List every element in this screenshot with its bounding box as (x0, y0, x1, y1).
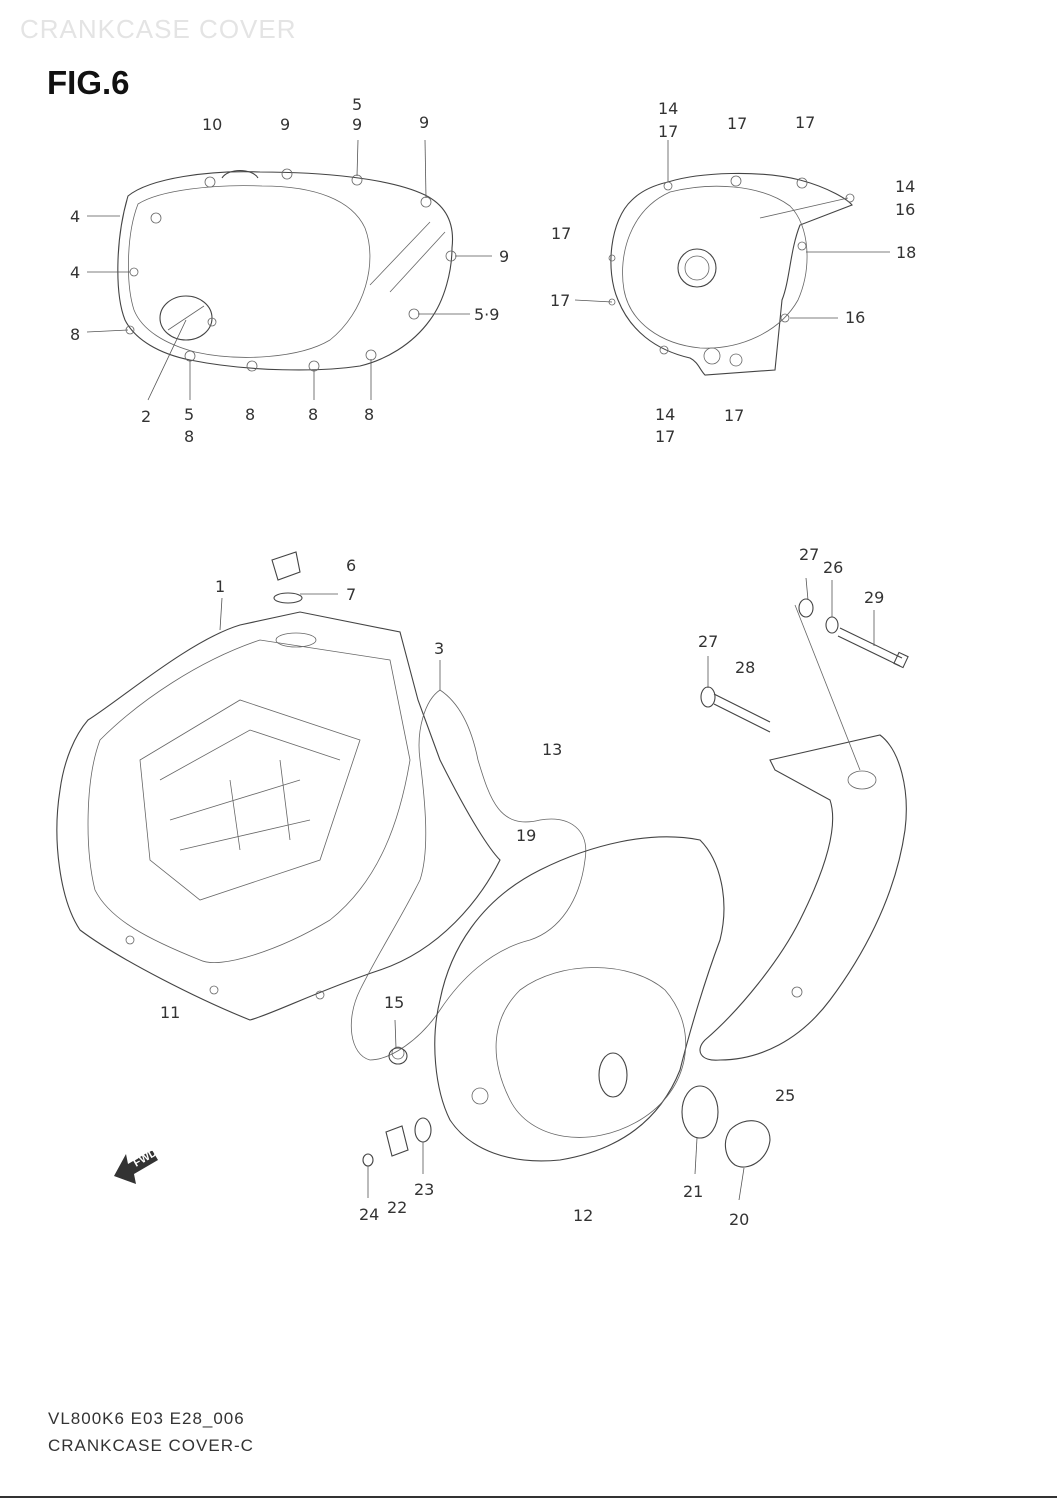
callout-28: 28 (735, 658, 755, 677)
callout-13: 13 (542, 740, 562, 759)
callout-14: 14 (655, 405, 675, 424)
callout-11: 11 (160, 1003, 180, 1022)
callout-9: 9 (280, 115, 290, 134)
callout-17: 17 (658, 122, 678, 141)
callout-5-9: 5·9 (474, 305, 499, 324)
callout-9: 9 (499, 247, 509, 266)
callout-8: 8 (308, 405, 318, 424)
callout-14: 14 (895, 177, 915, 196)
callout-15: 15 (384, 993, 404, 1012)
generator-cover-lower (699, 604, 907, 1061)
callout-27: 27 (698, 632, 718, 651)
forward-arrow-icon: FWD (114, 1147, 159, 1184)
leader-lines (86, 139, 890, 1201)
callout-20: 20 (729, 1210, 749, 1229)
callout-8: 8 (245, 405, 255, 424)
callout-17: 17 (795, 113, 815, 132)
crankcase (56, 551, 501, 1021)
clutch-cover-outer (117, 168, 457, 372)
callout-14: 14 (658, 99, 678, 118)
page-watermark: CRANKCASE COVER (20, 14, 297, 44)
figure-label: FIG.6 (47, 64, 130, 101)
callout-labels: 10 9 5 9 9 4 4 9 5·9 8 2 5 8 8 8 8 14 17… (70, 95, 916, 1229)
callout-18: 18 (896, 243, 916, 262)
callout-4: 4 (70, 207, 80, 226)
callout-25: 25 (775, 1086, 795, 1105)
callout-1: 1 (215, 577, 225, 596)
gasket (350, 689, 587, 1061)
callout-7: 7 (346, 585, 356, 604)
callout-4: 4 (70, 263, 80, 282)
clutch-cover (391, 836, 725, 1162)
callout-17: 17 (550, 291, 570, 310)
callout-16: 16 (845, 308, 865, 327)
callout-19: 19 (516, 826, 536, 845)
callout-27: 27 (799, 545, 819, 564)
callout-17: 17 (655, 427, 675, 446)
callout-17: 17 (724, 406, 744, 425)
diagram-code: VL800K6 E03 E28_006 (48, 1409, 245, 1428)
callout-2: 2 (141, 407, 151, 426)
callout-5: 5 (184, 405, 194, 424)
callout-9: 9 (352, 115, 362, 134)
diagram-title: CRANKCASE COVER-C (48, 1436, 254, 1455)
callout-22: 22 (387, 1198, 407, 1217)
callout-5: 5 (352, 95, 362, 114)
callout-8: 8 (364, 405, 374, 424)
callout-23: 23 (414, 1180, 434, 1199)
callout-12: 12 (573, 1206, 593, 1225)
callout-26: 26 (823, 558, 843, 577)
bottom-border (0, 1496, 1057, 1498)
callout-17: 17 (727, 114, 747, 133)
callout-21: 21 (683, 1182, 703, 1201)
callout-16: 16 (895, 200, 915, 219)
generator-cover (608, 172, 855, 376)
callout-29: 29 (864, 588, 884, 607)
callout-24: 24 (359, 1205, 379, 1224)
callout-10: 10 (202, 115, 222, 134)
callout-9: 9 (419, 113, 429, 132)
callout-6: 6 (346, 556, 356, 575)
callout-8: 8 (70, 325, 80, 344)
callout-8: 8 (184, 427, 194, 446)
callout-17: 17 (551, 224, 571, 243)
callout-3: 3 (434, 639, 444, 658)
